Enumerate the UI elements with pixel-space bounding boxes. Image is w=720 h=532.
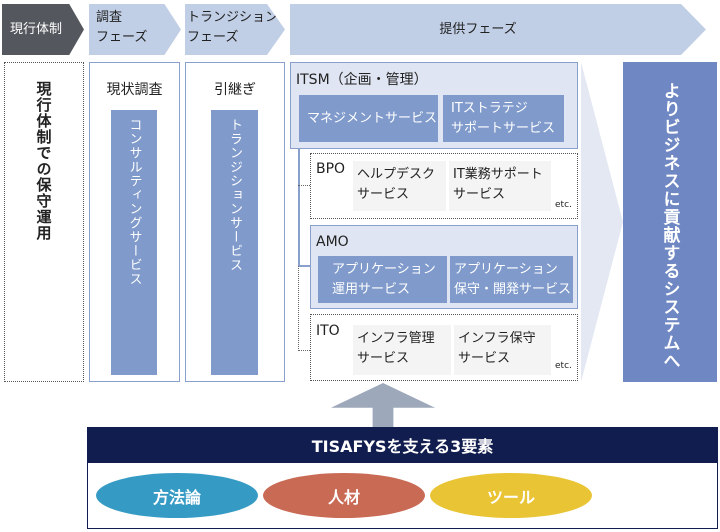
phase-survey-label2: フェーズ	[96, 30, 148, 45]
helpdesk-l1: ヘルプデスク	[357, 167, 436, 182]
app-maintenance-service: アプリケーション保守・開発サービス	[450, 256, 573, 303]
helpdesk-service: ヘルプデスクサービス	[353, 161, 446, 211]
connector-dotted2	[298, 266, 310, 351]
phase-current: 現行体制	[2, 4, 84, 55]
infra-maint-l1: インフラ保守	[458, 331, 536, 346]
progress-arrow	[581, 62, 623, 382]
bpo-etc: etc.	[555, 200, 572, 210]
ito-etc: etc.	[555, 361, 572, 371]
infra-mgmt-l2: サービス	[357, 351, 410, 366]
bpo-box: BPO ヘルプデスクサービス IT業務サポートサービス etc.	[310, 153, 578, 219]
pillars-box: 方法論 人材 ツール	[87, 462, 718, 529]
app-maint-l2: 保守・開発サービス	[454, 281, 572, 297]
management-service: マネジメントサービス	[299, 95, 438, 142]
helpdesk-l2: サービス	[357, 187, 410, 202]
connector-line	[298, 148, 300, 266]
survey-title: 現状調査	[106, 82, 163, 98]
management-service-label: マネジメントサービス	[307, 110, 438, 126]
infra-maintenance-service: インフラ保守サービス	[454, 325, 551, 375]
itsm-box: ITSM（企画・管理） マネジメントサービス ITストラテジサポートサービス	[290, 62, 578, 149]
it-strategy-l2: サポートサービス	[451, 120, 556, 136]
consulting-service-bar: コンサルティングサービス	[111, 110, 157, 375]
current-ops-text: 現行体制での保守運用	[34, 81, 53, 241]
result-text: よりビジネスに貢献するシステムへ	[659, 82, 680, 370]
infra-mgmt-l1: インフラ管理	[357, 331, 435, 346]
phase-delivery-label: 提供フェーズ	[439, 21, 517, 37]
pillars-title: TISAFYSを支える3要素	[311, 437, 494, 456]
phase-survey: 調査フェーズ	[89, 4, 181, 55]
pillar-tools: ツール	[430, 473, 592, 518]
pillar-people: 人材	[263, 473, 425, 518]
connector-amo	[298, 265, 310, 267]
phase-delivery: 提供フェーズ	[290, 4, 706, 55]
phase-transition: トランジションフェーズ	[185, 4, 285, 55]
bpo-title: BPO	[316, 161, 346, 177]
phase-current-label: 現行体制	[10, 21, 63, 37]
app-maint-l1: アプリケーション	[454, 261, 558, 277]
pillar-methodology-label: 方法論	[152, 487, 201, 507]
infra-maint-l2: サービス	[458, 351, 511, 366]
it-business-l2: サービス	[453, 187, 506, 202]
ito-box: ITO インフラ管理サービス インフラ保守サービス etc.	[310, 314, 578, 381]
result-box: よりビジネスに貢献するシステムへ	[623, 62, 717, 382]
it-business-l1: IT業務サポート	[453, 167, 543, 182]
survey-column: 現状調査 コンサルティングサービス	[89, 62, 180, 382]
phase-survey-label: 調査	[96, 10, 123, 25]
connector-dotted	[298, 185, 310, 186]
it-business-support-service: IT業務サポートサービス	[449, 161, 551, 211]
current-ops-column: 現行体制での保守運用	[4, 62, 84, 382]
pillar-tools-label: ツール	[486, 487, 535, 507]
app-operation-l1: アプリケーション	[332, 261, 436, 277]
pillars-banner: TISAFYSを支える3要素	[87, 427, 718, 463]
pillar-methodology: 方法論	[96, 473, 258, 518]
it-strategy-l1: ITストラテジ	[451, 100, 528, 116]
ito-title: ITO	[316, 323, 340, 339]
infra-management-service: インフラ管理サービス	[353, 325, 451, 375]
transition-column: 引継ぎ トランジションサービス	[185, 62, 285, 382]
it-strategy-service: ITストラテジサポートサービス	[443, 95, 564, 142]
itsm-title: ITSM（企画・管理）	[296, 72, 428, 88]
pillar-people-label: 人材	[327, 487, 360, 507]
transition-service-bar: トランジションサービス	[211, 110, 258, 375]
phase-transition-label: トランジション	[187, 10, 279, 25]
amo-box: AMO アプリケーション運用サービス アプリケーション保守・開発サービス	[310, 225, 578, 309]
app-operation-service: アプリケーション運用サービス	[318, 256, 447, 303]
up-arrow-icon	[331, 383, 435, 428]
app-operation-l2: 運用サービス	[332, 281, 411, 297]
amo-title: AMO	[316, 234, 349, 250]
transition-title: 引継ぎ	[214, 82, 256, 98]
phase-transition-label2: フェーズ	[187, 30, 239, 45]
